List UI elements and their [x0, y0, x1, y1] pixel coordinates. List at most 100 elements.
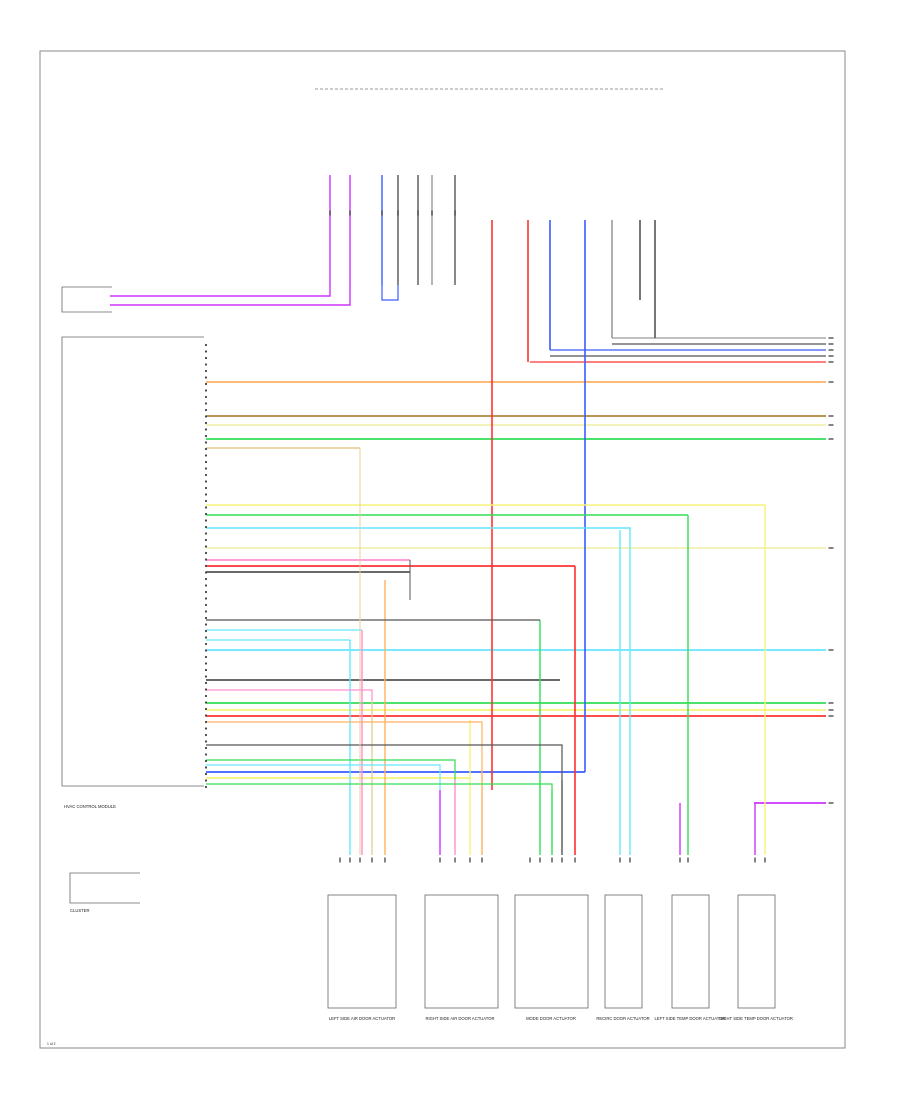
hvac-pin: [204, 766, 208, 769]
hvac-pin: [204, 675, 208, 678]
hvac-pin: [204, 733, 208, 737]
hvac-pin: [204, 460, 208, 464]
hvac-pin: [204, 421, 208, 425]
cluster-outline: [69, 872, 140, 904]
hvac-pin: [204, 714, 208, 717]
hvac-pin: [204, 681, 208, 685]
connector-tick: [828, 802, 834, 804]
hvac-pin: [204, 727, 208, 730]
connector-tick: [349, 857, 351, 863]
hvac-pin: [204, 480, 208, 483]
hvac-pin: [204, 785, 208, 789]
hvac-pin: [204, 636, 208, 639]
hvac-pin: [204, 701, 208, 704]
hvac-pin: [204, 363, 208, 366]
connector-tick: [687, 857, 689, 863]
hvac-pin: [204, 642, 208, 646]
connector-tick: [828, 709, 834, 711]
hvac-pin: [204, 512, 208, 516]
hvac-pin: [204, 558, 208, 561]
hvac-pin: [204, 629, 208, 633]
connector-tick: [397, 210, 399, 216]
connector-tick: [828, 424, 834, 426]
connector-tick: [359, 857, 361, 863]
connector-tick: [828, 649, 834, 651]
hvac-pin: [204, 603, 208, 607]
connector-tick: [454, 857, 456, 863]
connector-tick: [551, 857, 553, 863]
wire-group: [110, 175, 826, 855]
pin-group: [204, 210, 834, 863]
connector-tick: [828, 349, 834, 351]
hvac-pin: [204, 720, 208, 724]
hvac-pin: [204, 772, 208, 776]
hvac-pin: [204, 473, 208, 477]
connector-tick: [828, 547, 834, 549]
hvac-module-label: HVAC CONTROL MODULE: [64, 804, 116, 809]
hvac-pin: [204, 616, 208, 620]
hvac-pin: [204, 428, 208, 431]
hvac-pin: [204, 447, 208, 451]
hvac-pin: [204, 454, 208, 457]
connector-tick: [561, 857, 563, 863]
hvac-pin: [204, 740, 208, 743]
hvac-pin: [204, 525, 208, 529]
top-left-purple-b: [110, 285, 351, 306]
connector-tick: [679, 857, 681, 863]
hvac-pin: [204, 369, 208, 373]
top-left-purple-a: [110, 285, 331, 297]
hvac-pin: [204, 467, 208, 470]
bottom-module-label: MODE DOOR ACTUATOR: [526, 1016, 576, 1021]
hvac-pin: [204, 395, 208, 399]
hvac-pin: [204, 759, 208, 763]
feed-link-cyan: [206, 527, 631, 530]
page-ref: 1 of 2: [47, 1042, 56, 1046]
connector-tick: [828, 361, 834, 363]
connector-tick: [828, 715, 834, 717]
bottom-module-label: RIGHT SIDE TEMP DOOR ACTUATOR: [719, 1016, 793, 1021]
module-box-4: [604, 894, 643, 1009]
connector-tick: [754, 857, 756, 863]
feed-link-dark-b: [206, 744, 563, 780]
module-box-6: [737, 894, 776, 1009]
connector-tick: [828, 337, 834, 339]
feed-link-yellow: [206, 504, 766, 510]
hvac-pin: [204, 434, 208, 438]
hvac-pin: [204, 493, 208, 496]
connector-tick: [828, 702, 834, 704]
hvac-pin: [204, 408, 208, 412]
connector-tick: [417, 210, 419, 216]
hvac-pin: [204, 753, 208, 756]
hvac-pin: [204, 519, 208, 522]
connector-tick: [481, 857, 483, 863]
hvac-pin: [204, 688, 208, 691]
feed-link-orange: [206, 721, 483, 770]
cluster-label: CLUSTER: [70, 908, 90, 913]
hvac-pin: [204, 402, 208, 405]
connector-tick: [828, 438, 834, 440]
connector-tick: [371, 857, 373, 863]
connector-tick: [349, 210, 351, 216]
hvac-pin: [204, 623, 208, 626]
hvac-pin: [204, 441, 208, 444]
feed-link-pink: [206, 689, 373, 700]
hvac-pin: [204, 350, 208, 353]
connector-tick: [828, 355, 834, 357]
hvac-pin: [204, 415, 208, 418]
hvac-pin: [204, 610, 208, 613]
hvac-pin: [204, 597, 208, 600]
hvac-pin: [204, 564, 208, 568]
connector-tick: [529, 857, 531, 863]
hvac-pin: [204, 532, 208, 535]
hvac-module-outline: [61, 336, 204, 787]
hvac-pin: [204, 551, 208, 555]
hvac-pin: [204, 655, 208, 659]
feed-link-cyan-d: [206, 764, 441, 790]
hvac-pin: [204, 376, 208, 379]
module-box-2: [424, 894, 499, 1009]
top-left-module-outline: [61, 286, 112, 313]
connector-tick: [454, 210, 456, 216]
hvac-pin: [204, 382, 208, 386]
connector-tick: [469, 857, 471, 863]
